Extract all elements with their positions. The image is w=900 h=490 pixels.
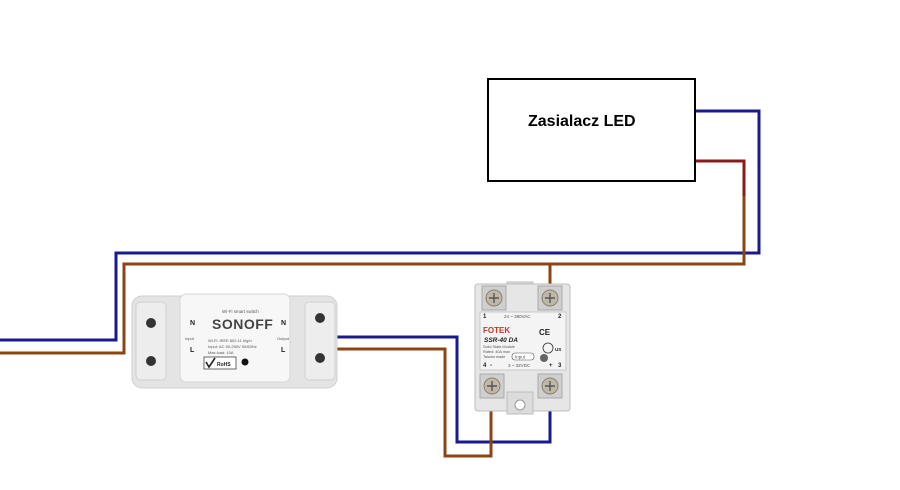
wifi-smart-switch: N L N L Input Output Wi-Fi smart switch … <box>131 293 338 389</box>
switch-spec-3: Max load: 10A <box>208 350 234 355</box>
minus-label: - <box>490 363 492 369</box>
led-power-supply: Zasialacz LED <box>487 78 696 182</box>
screw-icon <box>315 353 325 363</box>
screw-slot <box>545 293 555 303</box>
terminal-n-output: N <box>281 320 286 327</box>
solid-state-relay: 1 2 24 ~ 380VAC FOTEK SSR-40 DA Solid St… <box>474 281 571 415</box>
mounting-hole <box>514 399 526 411</box>
wire-switch-out-neutral <box>322 335 552 444</box>
switch-input-terminal-block <box>135 301 167 381</box>
rohs-badge: RoHS <box>217 362 231 368</box>
screw-icon <box>146 318 156 328</box>
screw-slot <box>545 381 555 391</box>
relay-output-range: 24 ~ 380VAC <box>504 314 531 319</box>
wires <box>0 109 761 458</box>
relay-line-3: Taiwan made <box>483 355 505 359</box>
switch-spec-1: Wi-Fi: IEEE 802.11 b/g/n <box>208 338 252 343</box>
wire-switch-out-live <box>322 347 493 458</box>
input-label-box <box>511 352 535 361</box>
ul-icon <box>542 342 554 354</box>
relay-line-1: Solid State Module <box>483 345 515 349</box>
pairing-button <box>241 358 249 366</box>
output-side-label: Output <box>277 336 290 341</box>
switch-brand: SONOFF <box>212 316 273 332</box>
wire-neutral-psu-to-switch <box>0 109 761 342</box>
wire-live-relay-to-switch <box>0 262 550 355</box>
terminal-2-label: 2 <box>558 314 562 320</box>
certification-badge <box>203 356 237 370</box>
switch-header: Wi-Fi smart switch <box>222 309 259 314</box>
ce-mark: CE <box>539 328 551 337</box>
relay-input-label: Input <box>515 355 526 360</box>
switch-output-terminal-block <box>304 301 336 381</box>
wire-psu-output-red <box>695 159 746 196</box>
relay-line-2: Rated: 40A max <box>483 350 510 354</box>
switch-spec-2: Input: AC 90-250V 50/60Hz <box>208 344 257 349</box>
terminal-3-label: 3 <box>558 363 562 369</box>
ul-mark: US <box>555 347 561 352</box>
screw-slot <box>487 381 497 391</box>
terminal-1-label: 1 <box>483 314 487 320</box>
relay-input-range: 3 ~ 32VDC <box>508 363 531 368</box>
terminal-n-input: N <box>190 320 195 327</box>
terminal-l-input: L <box>190 347 195 354</box>
screw-icon <box>315 313 325 323</box>
screw-icon <box>146 356 156 366</box>
indicator-led-icon <box>540 354 548 362</box>
power-supply-label: Zasialacz LED <box>528 113 636 130</box>
terminal-4-label: 4 <box>483 363 487 369</box>
plus-label: + <box>549 363 553 369</box>
checkmark-icon <box>205 357 216 369</box>
input-side-label: Input <box>185 336 195 341</box>
terminal-l-output: L <box>281 347 286 354</box>
wire-live-psu-to-relay <box>548 196 746 300</box>
relay-brand: FOTEK <box>483 326 510 335</box>
screw-slot <box>489 293 499 303</box>
power-supply-box <box>487 78 696 182</box>
relay-label-panel <box>479 311 567 371</box>
relay-model: SSR-40 DA <box>484 337 518 344</box>
